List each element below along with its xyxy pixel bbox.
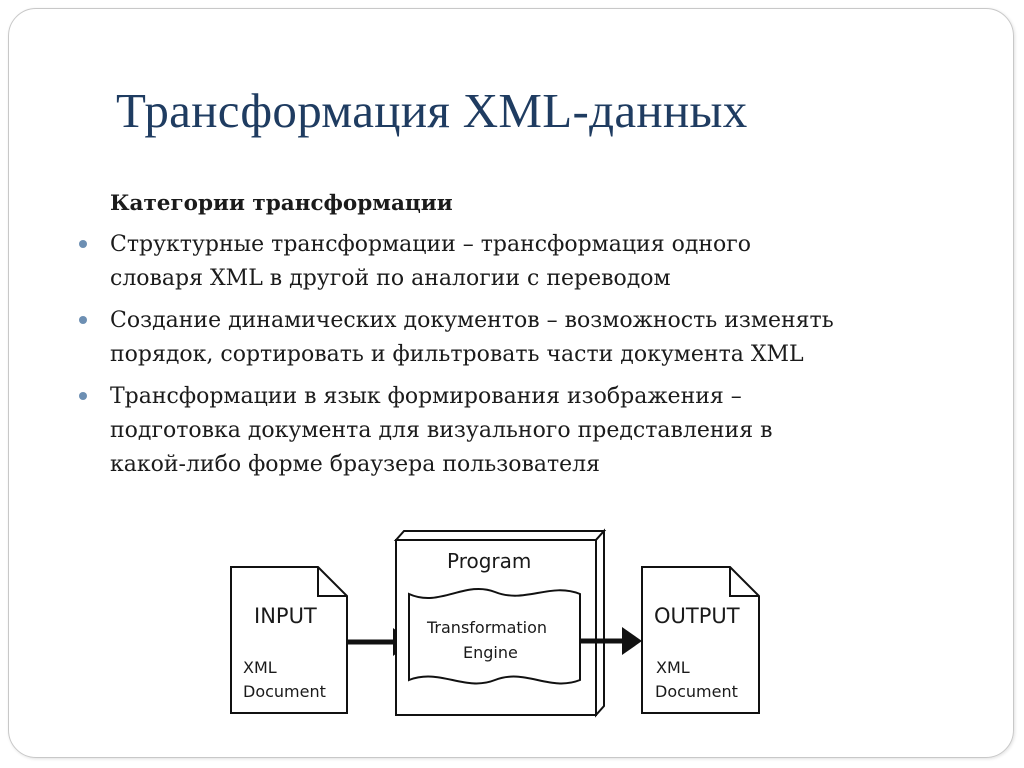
- bullet-text: Создание динамических документов – возмо…: [110, 308, 834, 367]
- list-item: Создание динамических документов – возмо…: [79, 304, 939, 372]
- bullet-text: Структурные трансформации – трансформаци…: [110, 232, 752, 291]
- list-item: Трансформации в язык формирования изобра…: [79, 380, 939, 482]
- slide-title: Трансформация XML-данных: [116, 83, 748, 138]
- bullet-icon: [79, 240, 87, 248]
- list-item: Структурные трансформации – трансформаци…: [79, 228, 939, 296]
- bullet-icon: [79, 316, 87, 324]
- bullet-icon: [79, 392, 87, 400]
- slide-frame: [8, 8, 1014, 758]
- bullet-text: Трансформации в язык формирования изобра…: [110, 384, 773, 477]
- subheading: Категории трансформации: [110, 191, 453, 216]
- bullet-list: Структурные трансформации – трансформаци…: [79, 228, 939, 490]
